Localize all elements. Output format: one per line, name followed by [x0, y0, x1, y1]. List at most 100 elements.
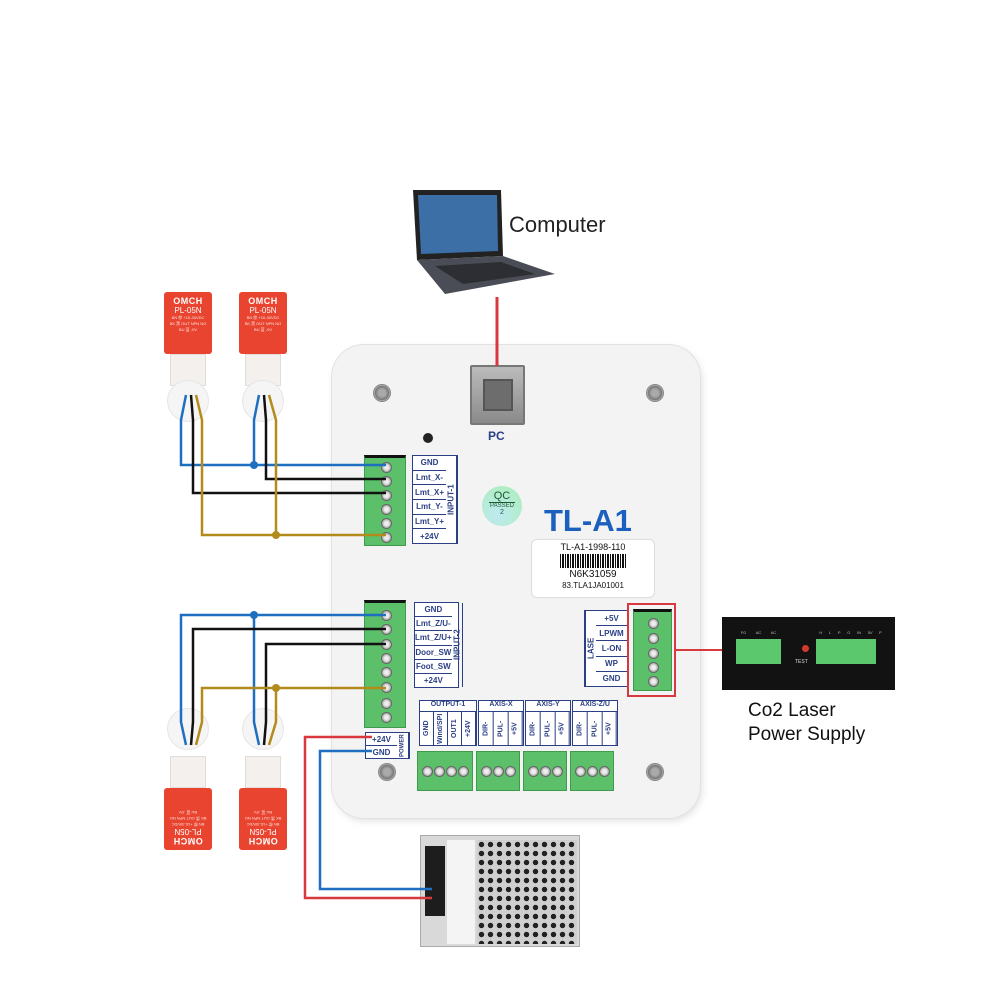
input1-terminal[interactable]: [364, 455, 406, 546]
terminal-screw-icon[interactable]: [599, 766, 610, 777]
terminal-screw-icon[interactable]: [493, 766, 504, 777]
pin-label: GND: [415, 603, 452, 618]
screw-icon: [646, 763, 664, 781]
pin-label: DIR-: [479, 712, 494, 745]
bottom-terminal[interactable]: [417, 751, 473, 791]
terminal-screw-icon[interactable]: [575, 766, 586, 777]
terminal-screw-icon[interactable]: [381, 639, 392, 650]
power-title: POWER: [397, 733, 409, 758]
pin-label: Door_SW: [415, 646, 452, 660]
terminal-screw-icon[interactable]: [381, 462, 392, 473]
terminal-screw-icon[interactable]: [422, 766, 433, 777]
sensor-head: [170, 756, 206, 788]
terminal-screw-icon[interactable]: [528, 766, 539, 777]
pin-label: PUL-: [540, 712, 556, 745]
terminal-screw-icon[interactable]: [505, 766, 516, 777]
laser-psu-pin-label: 5V: [867, 630, 873, 635]
terminal-screw-icon[interactable]: [381, 667, 392, 678]
test-button[interactable]: [802, 645, 809, 652]
screw-icon: [646, 384, 664, 402]
input1-title: INPUT-1: [446, 456, 457, 543]
terminal-screw-icon[interactable]: [587, 766, 598, 777]
terminal-screw-icon[interactable]: [458, 766, 469, 777]
terminal-screw-icon[interactable]: [648, 648, 659, 659]
sensor-spec: BK 黑 OUT NPN NO: [169, 816, 207, 821]
sensor-brand: OMCH: [173, 296, 203, 306]
terminal-screw-icon[interactable]: [552, 766, 563, 777]
sensor-model: PL-05N: [174, 827, 202, 836]
terminal-screw-icon[interactable]: [648, 618, 659, 629]
sensor-brand: OMCH: [248, 296, 278, 306]
terminal-screw-icon[interactable]: [446, 766, 457, 777]
terminal-screw-icon[interactable]: [481, 766, 492, 777]
qc-passed-text: PASSED: [489, 502, 515, 509]
barcode: [560, 554, 626, 568]
terminal-screw-icon[interactable]: [648, 633, 659, 644]
psu-spec-sticker: [447, 840, 475, 944]
screw-icon: [378, 763, 396, 781]
bottom-terminal[interactable]: [523, 751, 567, 791]
sensor-spec: BN 棕 +10-30VDC: [246, 315, 280, 320]
laser-psu-label: Co2 Laser Power Supply: [748, 699, 865, 747]
terminal-screw-icon[interactable]: [648, 676, 659, 687]
pin-label: +5V: [602, 712, 618, 745]
pin-label: Lmt_X+: [413, 485, 446, 501]
pin-label: Lmt_Y-: [413, 500, 446, 515]
terminal-screw-icon[interactable]: [648, 662, 659, 673]
terminal-screw-icon[interactable]: [381, 712, 392, 723]
bottom-group-title: AXIS-X: [479, 701, 523, 712]
pin-label: GND: [602, 674, 621, 684]
bottom-terminal[interactable]: [570, 751, 614, 791]
wire-junction: [250, 461, 258, 469]
laser-title: LASE: [585, 611, 596, 686]
terminal-screw-icon[interactable]: [540, 766, 551, 777]
terminal-screw-icon[interactable]: [381, 624, 392, 635]
pin-label: +24V: [420, 531, 439, 541]
bottom-terminal[interactable]: [476, 751, 520, 791]
pin-label: PUL-: [493, 712, 509, 745]
laser-psu-extra-pin: P: [879, 630, 882, 635]
pin-label: WP: [596, 657, 627, 672]
screw-icon: [373, 384, 391, 402]
terminal-screw-icon[interactable]: [381, 698, 392, 709]
cable-zoom-circle: [167, 708, 209, 750]
wire-junction: [250, 611, 258, 619]
pin-label: +5V: [596, 611, 627, 627]
laser-psu-pin-label: IN: [857, 630, 862, 635]
input2-terminal[interactable]: [364, 600, 406, 728]
pin-label: Lmt_X-: [413, 471, 446, 486]
laptop-icon: [405, 188, 557, 298]
laser-terminal[interactable]: [633, 609, 672, 691]
laser-psu-pin-label: FG: [740, 630, 747, 635]
terminal-screw-icon[interactable]: [381, 682, 392, 693]
pin-label: GND: [372, 747, 391, 757]
terminal-screw-icon[interactable]: [381, 518, 392, 529]
terminal-screw-icon[interactable]: [381, 504, 392, 515]
pin-label: Wind/SPI: [434, 712, 448, 745]
cable-zoom-circle: [242, 380, 284, 422]
terminal-screw-icon[interactable]: [434, 766, 445, 777]
laser-terminal-highlight: [627, 603, 676, 697]
bottom-group-title: OUTPUT-1: [420, 701, 476, 712]
terminal-screw-icon[interactable]: [381, 532, 392, 543]
model-title: TL-A1: [544, 503, 632, 538]
terminal-screw-icon[interactable]: [381, 490, 392, 501]
terminal-screw-icon[interactable]: [381, 653, 392, 664]
usb-pc-port[interactable]: [470, 365, 525, 425]
bottom-group-title: AXIS-Y: [526, 701, 570, 712]
laser-psu-pin-label: H: [819, 630, 823, 635]
24v-power-supply: [420, 835, 580, 947]
terminal-screw-icon[interactable]: [381, 610, 392, 621]
sensor-brand: OMCH: [248, 836, 278, 846]
pin-label: LPWM: [596, 626, 627, 642]
terminal-screw-icon[interactable]: [381, 476, 392, 487]
